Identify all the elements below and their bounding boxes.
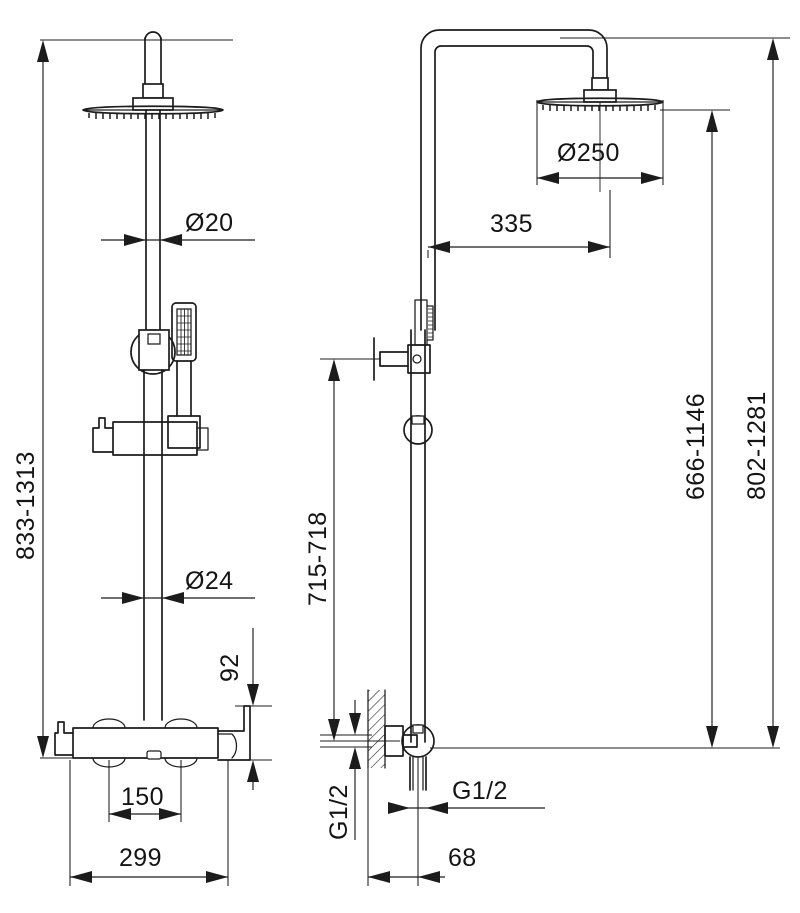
side-shower-nozzles: [542, 105, 656, 111]
hand-shower-face-grid: [177, 309, 191, 355]
dim-label-d24: Ø24: [185, 567, 233, 595]
side-slider-bracket: [373, 337, 431, 381]
dim-label-92: 92: [216, 653, 244, 682]
dim-68: [367, 758, 445, 886]
front-riser-lower: [143, 369, 163, 721]
dim-label-150: 150: [121, 783, 164, 811]
dim-label-299: 299: [119, 844, 162, 872]
dim-802-1281: [560, 37, 790, 748]
front-thermostatic-mixer: [92, 417, 209, 456]
front-riser-upper: [145, 109, 161, 331]
dim-g12-vertical: [320, 700, 372, 840]
dim-715-718: [320, 358, 400, 742]
dim-label-d250: Ø250: [557, 139, 620, 167]
front-hand-shower: [171, 302, 197, 417]
side-mixer-valve-body: [401, 724, 435, 791]
dim-d20: [101, 234, 255, 246]
dim-label-g12-horizontal: G1/2: [452, 777, 508, 805]
dim-d250: [536, 100, 664, 192]
dim-label-666-1146: 666-1146: [682, 393, 710, 500]
dim-label-g12-vertical: G1/2: [325, 784, 353, 840]
front-view: [54, 31, 251, 768]
dim-666-1146: [430, 109, 780, 749]
dim-label-833-1313: 833-1313: [12, 451, 40, 560]
side-handshower-ribs: [428, 308, 433, 338]
dim-335: [427, 190, 611, 258]
dim-833-1313: [37, 39, 233, 759]
dim-label-335: 335: [490, 210, 533, 238]
shower-nozzles: [88, 113, 216, 119]
front-rain-shower-head: [82, 105, 224, 119]
dim-label-d20: Ø20: [185, 209, 233, 237]
dim-label-68: 68: [448, 844, 477, 872]
front-mixer-bar: [54, 705, 251, 768]
dim-299: [69, 760, 229, 886]
dim-label-715-718: 715-718: [304, 511, 332, 606]
front-mixer-handle-left[interactable]: [92, 718, 126, 768]
dim-92: [235, 628, 272, 790]
side-rail-coupling: [403, 415, 433, 445]
side-riser-rail: [410, 329, 426, 743]
side-gooseneck-arm: [420, 29, 608, 331]
side-hand-shower: [414, 299, 434, 346]
front-shower-arm: [132, 31, 174, 111]
side-wall-section: [367, 689, 386, 769]
dim-150: [108, 760, 182, 822]
dim-d24: [101, 592, 255, 604]
front-mixer-handle-right[interactable]: [164, 718, 198, 768]
front-slider-bracket: [130, 329, 176, 375]
dim-label-802-1281: 802-1281: [743, 391, 771, 500]
front-handshower-holder: [167, 415, 201, 449]
